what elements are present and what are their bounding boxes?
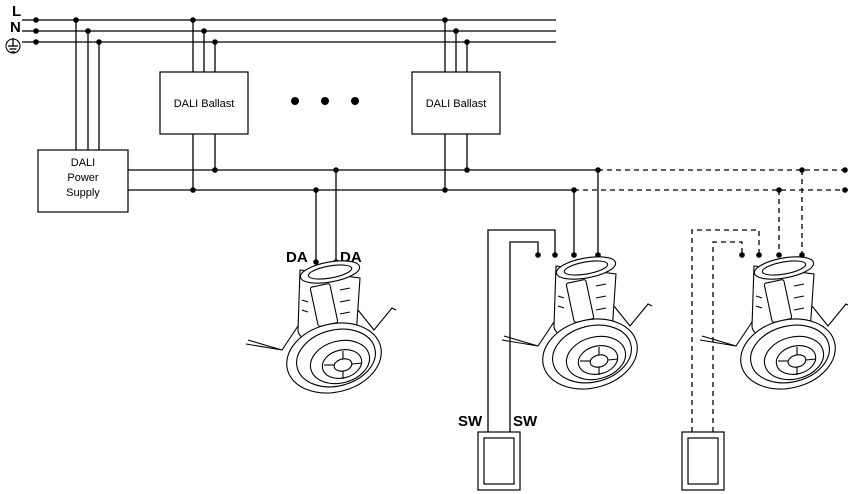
occupancy-sensor-3-icon [699,252,848,400]
live-label: L [12,3,21,20]
dali-ballast-2: DALI Ballast [411,71,501,135]
sensor-2-switch-wiring [487,229,558,432]
power-supply-line2: Power [67,172,99,184]
occupancy-sensor-1-icon [245,256,397,404]
power-supply-line1: DALI [71,157,95,169]
mains-bus [22,17,556,150]
switch-label-left: SW [458,413,483,430]
power-supply-line3: Supply [66,187,100,199]
dali-power-supply: DALI Power Supply [37,149,129,213]
more-ballasts-ellipsis [291,97,359,105]
switch-label-right: SW [513,413,538,430]
wall-switch-2 [681,431,725,491]
sensor-3-switch-wiring [691,229,762,432]
dali-ballast-1: DALI Ballast [159,71,249,135]
neutral-label: N [10,19,21,36]
dali-bus [128,134,848,265]
wall-switch-1 [477,431,521,491]
earth-icon [5,38,21,54]
sensor-1-da-left: DA [286,249,308,266]
ballast-1-label: DALI Ballast [174,98,235,110]
ballast-2-label: DALI Ballast [426,98,487,110]
occupancy-sensor-2-icon [501,252,653,400]
